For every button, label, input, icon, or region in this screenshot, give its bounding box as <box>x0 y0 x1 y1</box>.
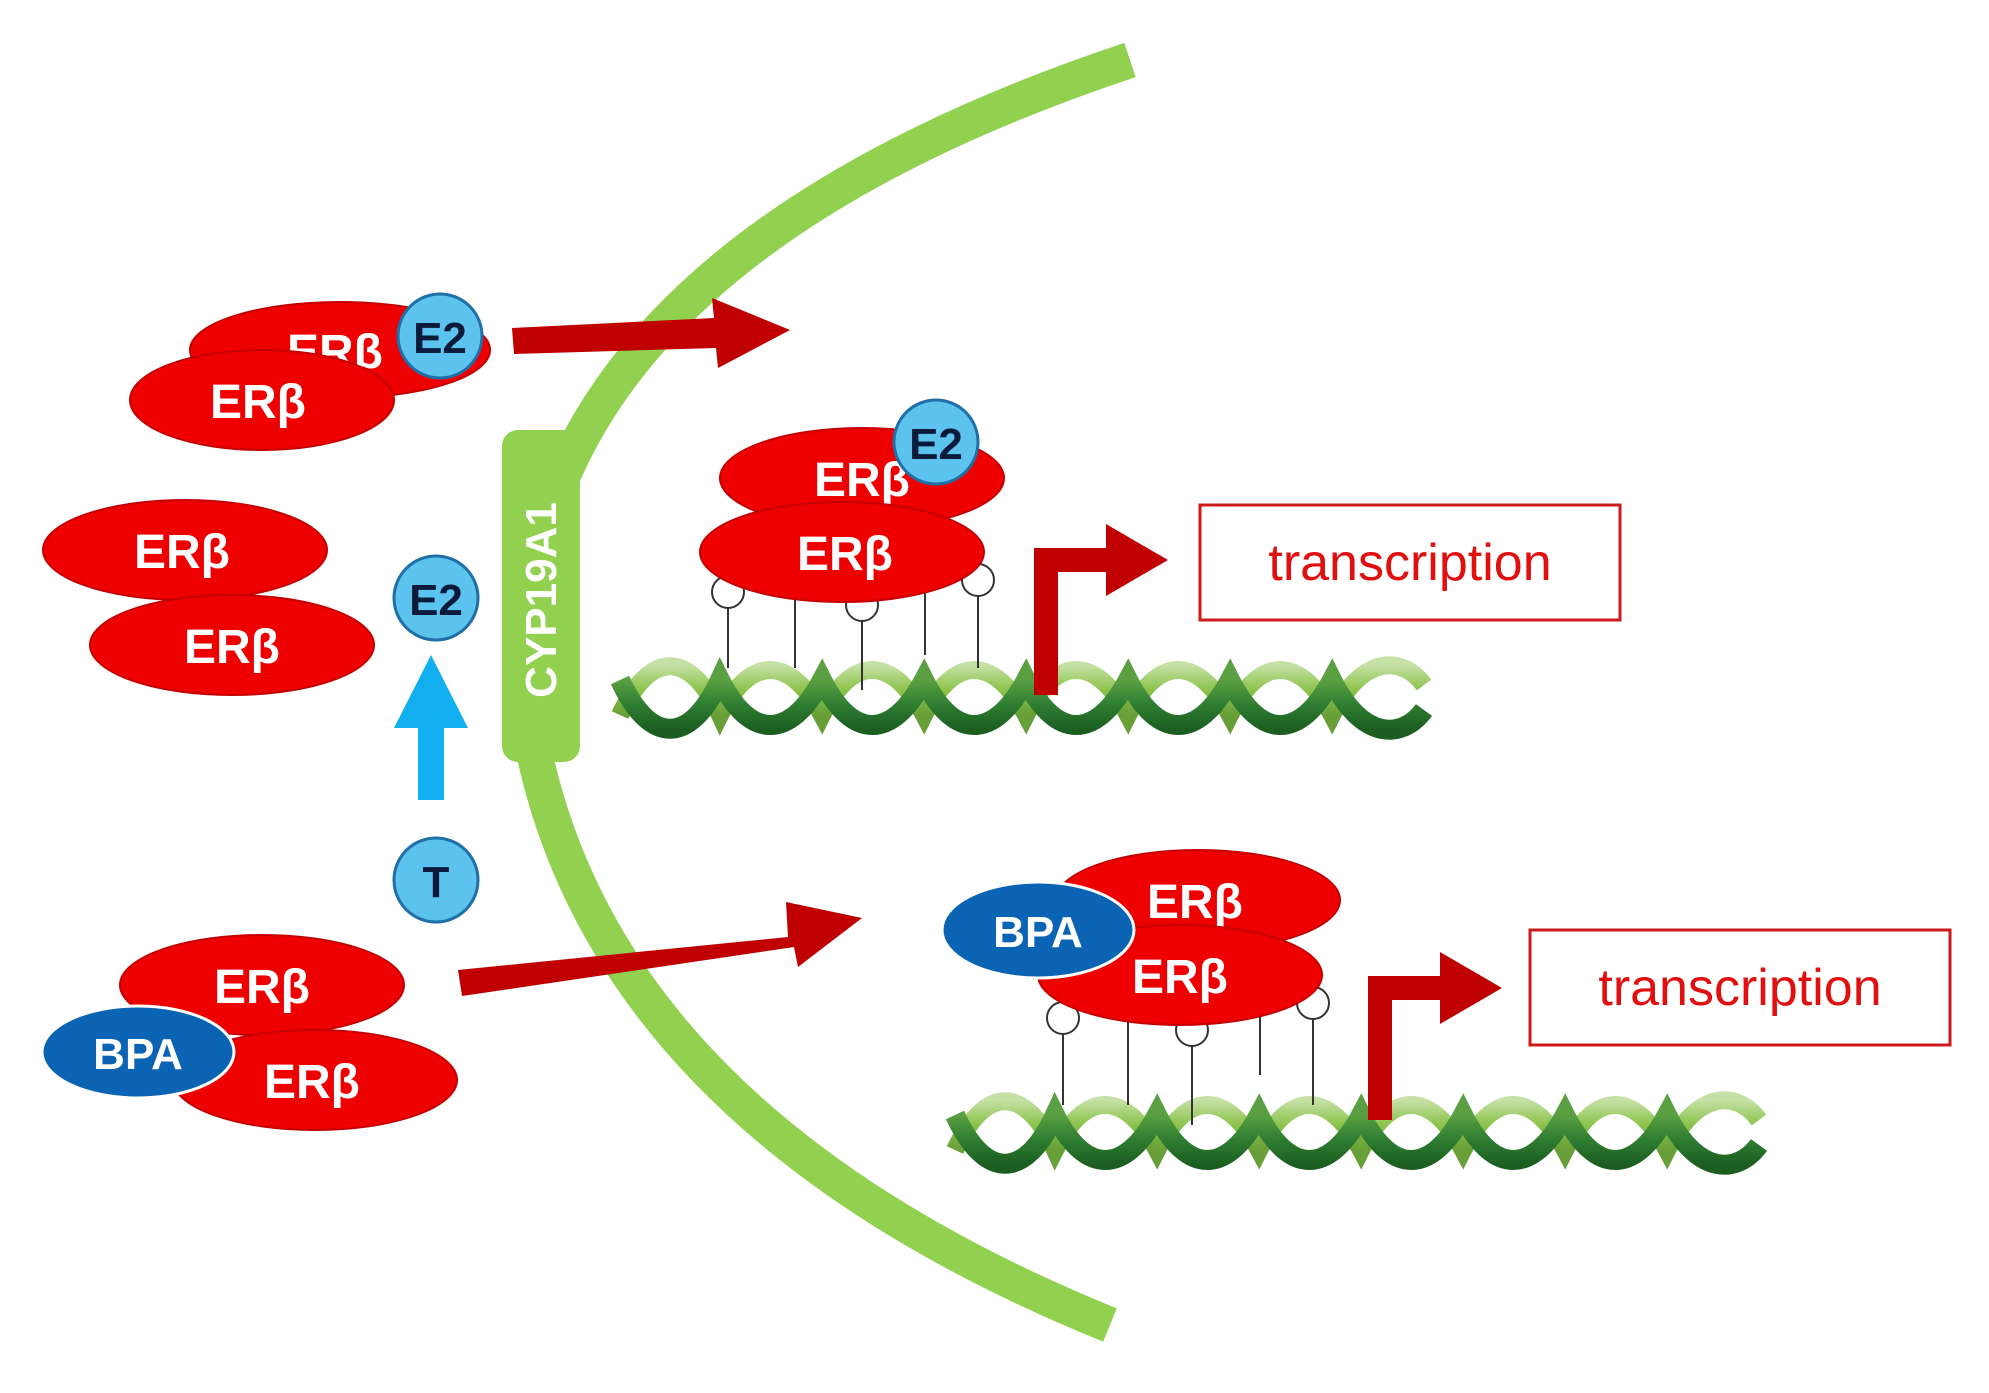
testosterone: T <box>392 836 480 924</box>
er-beta-label: ERβ <box>214 961 310 1014</box>
er-beta-label: ERβ <box>210 376 306 429</box>
er-beta-label: ERβ <box>1132 951 1228 1004</box>
cyp19a1-label: CYP19A1 <box>517 502 566 698</box>
transcription-box: transcription <box>1198 503 1622 622</box>
up-arrow <box>394 655 468 800</box>
right-arrow <box>512 298 790 368</box>
bent-right-arrow <box>1034 524 1168 695</box>
er-beta-label: ERβ <box>184 621 280 674</box>
dna-helix <box>610 656 1433 740</box>
e2-label: E2 <box>413 314 467 363</box>
t-label: T <box>423 858 450 907</box>
er-dimer-bpa-cytoplasm: ERβ ERβ BPA <box>40 934 458 1131</box>
dna-sticks <box>1046 986 1330 1125</box>
er-dimer-e2-cytoplasm: ERβ ERβ E2 <box>129 292 491 451</box>
er-beta-label: ERβ <box>814 454 910 507</box>
transcription-box: transcription <box>1528 928 1952 1047</box>
er-beta-label: ERβ <box>1147 876 1243 929</box>
cyp19a1-enzyme: CYP19A1 <box>502 430 580 762</box>
dna-helix <box>945 1091 1768 1175</box>
right-arrow <box>458 902 862 996</box>
er-beta-label: ERβ <box>797 528 893 581</box>
er-beta-label: ERβ <box>134 526 230 579</box>
transcription-label: transcription <box>1268 534 1551 592</box>
transcription-label: transcription <box>1598 959 1881 1017</box>
er-beta-label: ERβ <box>264 1056 360 1109</box>
er-dimer-unbound: ERβ ERβ <box>42 499 375 696</box>
e2-label: E2 <box>909 420 963 469</box>
er-dimer-bpa-nucleus: ERβ ERβ BPA <box>940 849 1341 1026</box>
bpa-label: BPA <box>93 1030 183 1079</box>
bpa-label: BPA <box>993 908 1083 957</box>
er-dimer-e2-nucleus: ERβ ERβ E2 <box>699 398 1005 603</box>
e2-label: E2 <box>409 576 463 625</box>
e2-hormone: E2 <box>392 554 480 642</box>
bent-right-arrow <box>1368 952 1502 1120</box>
